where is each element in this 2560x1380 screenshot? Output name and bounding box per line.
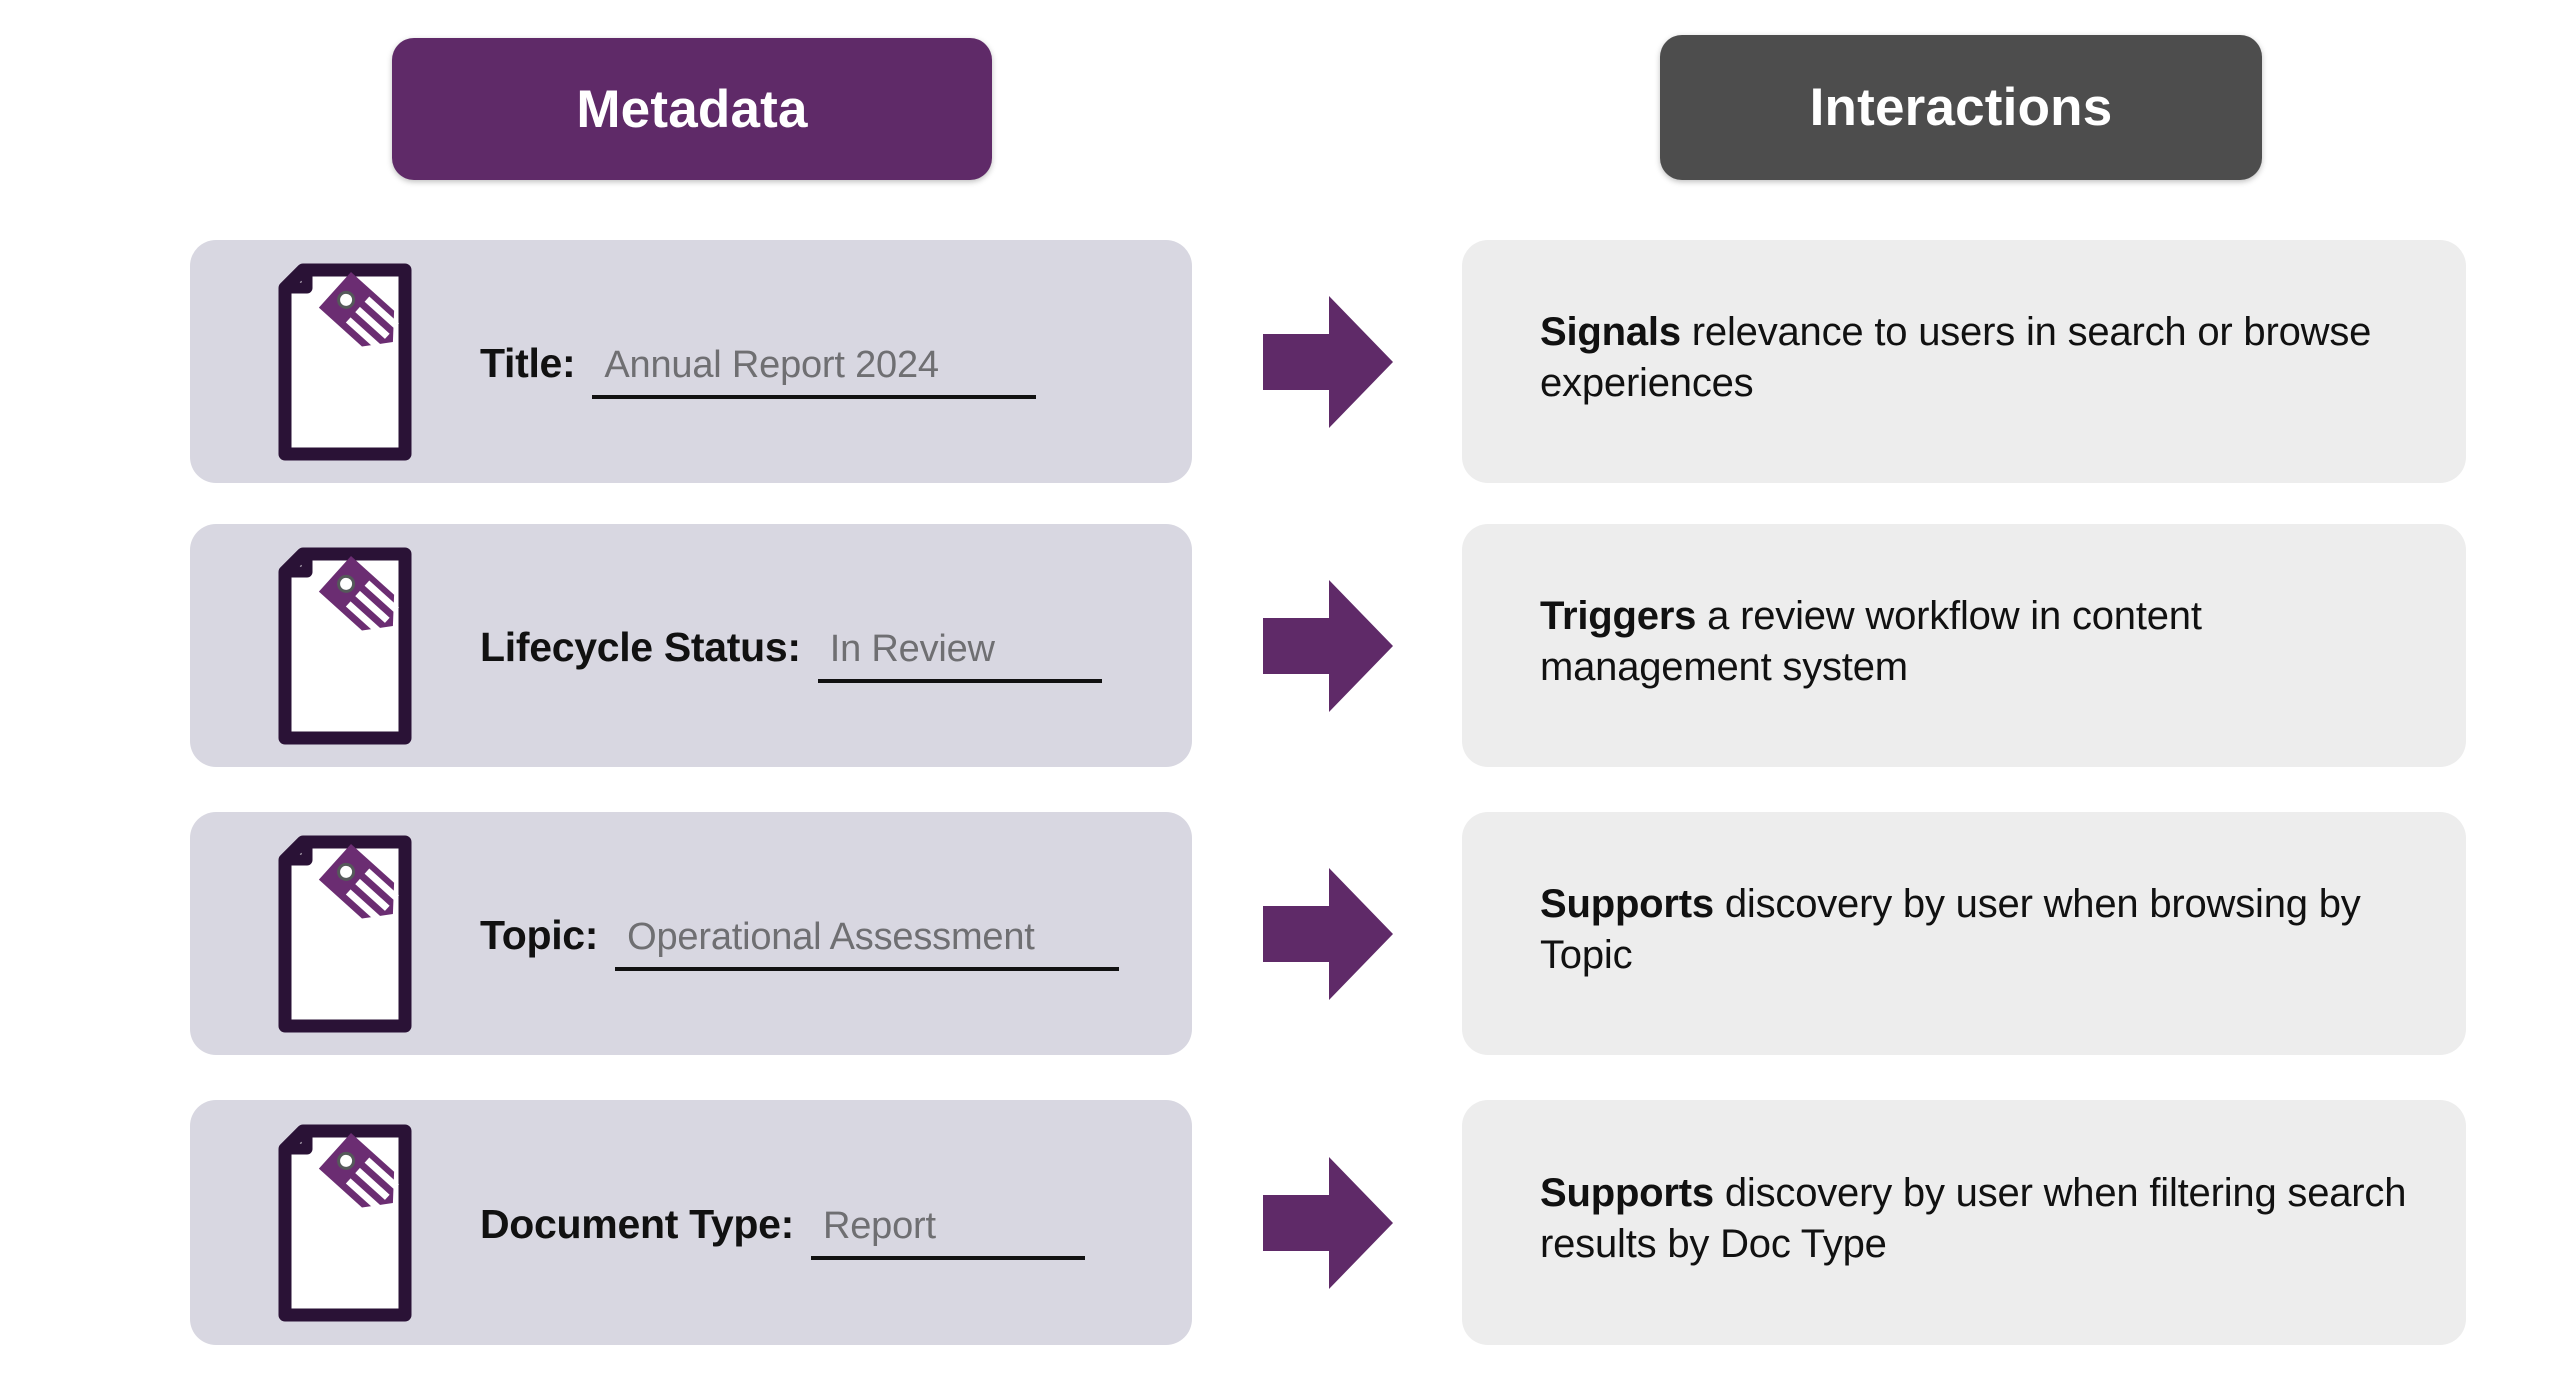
metadata-card[interactable]: Lifecycle Status: In Review	[190, 524, 1192, 767]
metadata-interaction-row: Topic: Operational Assessment Supports di…	[0, 812, 2560, 1055]
metadata-field-label: Topic:	[480, 911, 599, 958]
interaction-text: Triggers a review workflow in content ma…	[1540, 591, 2420, 693]
interaction-text: Supports discovery by user when filterin…	[1540, 1168, 2420, 1270]
arrow-right-icon	[1263, 295, 1393, 428]
interaction-description: discovery by user when browsing by Topic	[1540, 881, 2361, 977]
document-tag-icon	[255, 1123, 435, 1323]
metadata-card[interactable]: Title: Annual Report 2024	[190, 240, 1192, 483]
arrow-right-icon	[1263, 867, 1393, 1000]
interaction-description: discovery by user when filtering search …	[1540, 1170, 2407, 1266]
metadata-field: Topic: Operational Assessment	[480, 911, 1120, 971]
metadata-card[interactable]: Topic: Operational Assessment	[190, 812, 1192, 1055]
metadata-field-value: Report	[822, 1204, 936, 1247]
metadata-column-header: Metadata	[392, 38, 992, 180]
metadata-field-label: Lifecycle Status:	[480, 623, 801, 670]
interaction-card[interactable]: Supports discovery by user when filterin…	[1462, 1100, 2466, 1345]
metadata-interaction-row: Document Type: Report Supports discovery …	[0, 1100, 2560, 1345]
metadata-field-value: Operational Assessment	[627, 915, 1035, 958]
metadata-field: Document Type: Report	[480, 1201, 1085, 1260]
interaction-lead-word: Signals	[1540, 309, 1681, 354]
metadata-field-value: Annual Report 2024	[604, 343, 939, 386]
metadata-field-value-input[interactable]: In Review	[817, 627, 1102, 683]
metadata-field-label: Document Type:	[480, 1200, 794, 1247]
metadata-header-label: Metadata	[576, 79, 808, 139]
metadata-field: Title: Annual Report 2024	[480, 339, 1037, 399]
interaction-description: a review workflow in content management …	[1540, 593, 2202, 689]
metadata-card[interactable]: Document Type: Report	[190, 1100, 1192, 1345]
document-tag-icon	[255, 834, 435, 1034]
document-tag-icon	[255, 546, 435, 746]
interaction-description: relevance to users in search or browse e…	[1540, 309, 2372, 405]
interaction-text: Supports discovery by user when browsing…	[1540, 879, 2420, 981]
metadata-interaction-row: Lifecycle Status: In Review Triggers a re…	[0, 524, 2560, 767]
interaction-text: Signals relevance to users in search or …	[1540, 307, 2420, 409]
document-tag-icon	[255, 262, 435, 462]
metadata-field-value: In Review	[829, 627, 995, 670]
arrow-right-icon	[1263, 1156, 1393, 1289]
arrow-right-icon	[1263, 579, 1393, 712]
metadata-interaction-row: Title: Annual Report 2024 Signals relevan…	[0, 240, 2560, 483]
metadata-field-value-input[interactable]: Annual Report 2024	[592, 343, 1037, 399]
interactions-header-label: Interactions	[1809, 78, 2113, 137]
interaction-card[interactable]: Supports discovery by user when browsing…	[1462, 812, 2466, 1055]
metadata-field-value-input[interactable]: Operational Assessment	[615, 915, 1120, 971]
interaction-card[interactable]: Signals relevance to users in search or …	[1462, 240, 2466, 483]
metadata-field: Lifecycle Status: In Review	[480, 624, 1102, 683]
interaction-lead-word: Supports	[1540, 1170, 1714, 1215]
metadata-field-value-input[interactable]: Report	[810, 1204, 1085, 1260]
header-row: Metadata Interactions	[0, 0, 2560, 200]
interactions-column-header: Interactions	[1660, 35, 2262, 180]
interaction-card[interactable]: Triggers a review workflow in content ma…	[1462, 524, 2466, 767]
metadata-field-label: Title:	[480, 339, 576, 386]
interaction-lead-word: Triggers	[1540, 593, 1697, 638]
interaction-lead-word: Supports	[1540, 881, 1714, 926]
